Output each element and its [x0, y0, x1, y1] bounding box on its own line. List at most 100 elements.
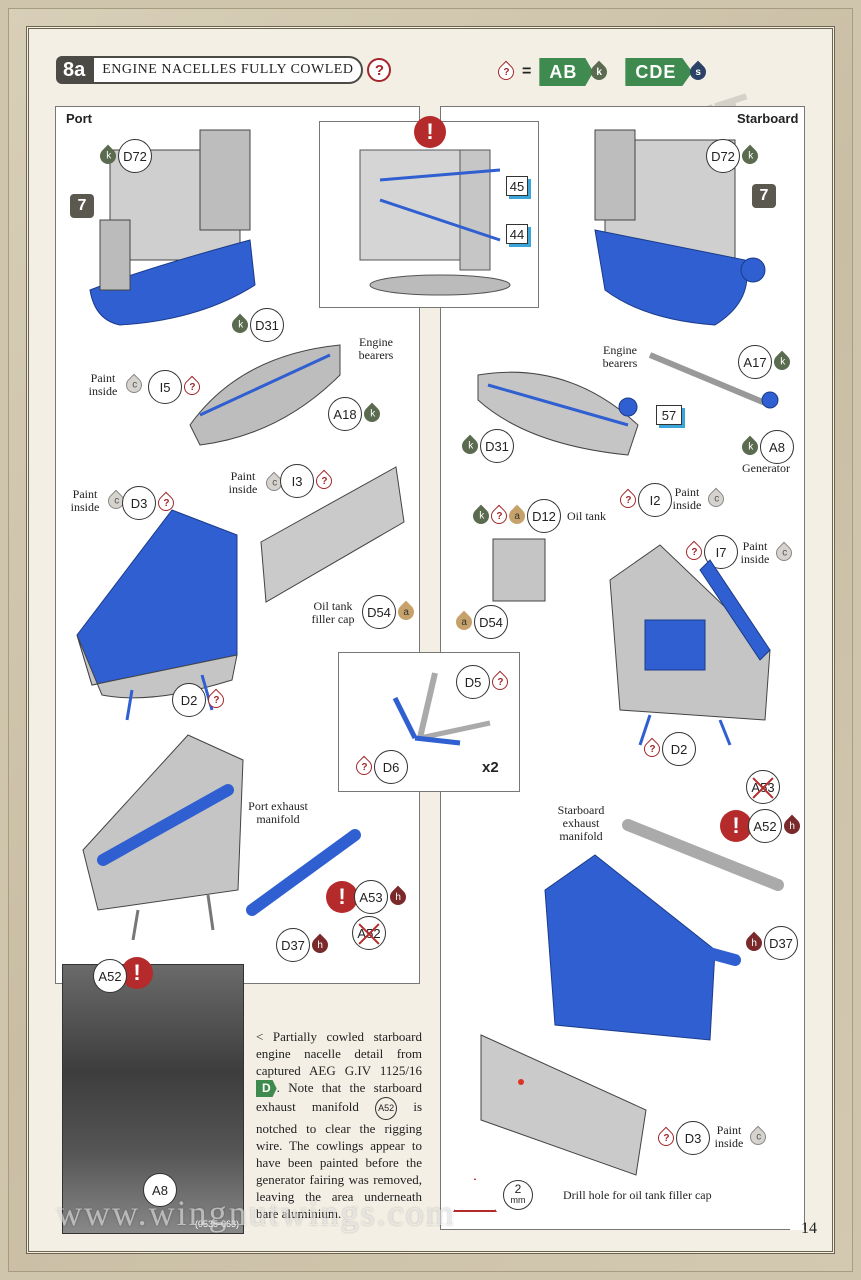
part-d12: D12 — [527, 499, 561, 533]
callout-port-d54: D54 a — [362, 595, 418, 629]
question-paint-icon: ? — [654, 1126, 678, 1150]
engine-bearers-label: Engine bearers — [358, 335, 394, 362]
starboard-nacelle-illustration — [609, 544, 771, 746]
question-paint-icon: ? — [352, 755, 376, 779]
paint-c-icon: c — [746, 1125, 770, 1149]
callout-d5: D5 ? — [456, 665, 512, 699]
paint-inside-note-port-1: Paint inside c — [84, 372, 146, 398]
warning-icon: ! — [326, 881, 358, 913]
paint-k-icon: k — [770, 350, 794, 374]
question-mark-icon: ? — [367, 58, 392, 82]
callout-port-a52-crossed: A52 — [352, 916, 386, 950]
paint-h-icon: h — [308, 933, 332, 957]
paint-k-icon: k — [469, 504, 493, 528]
step-number: 8a — [56, 56, 93, 84]
port-exhaust-manifold-illustration — [246, 829, 361, 916]
photo-caption: < Partially cowled starboard engine nace… — [256, 1029, 422, 1221]
starboard-bearer-shell-illustration — [477, 371, 639, 456]
question-paint-icon: ? — [204, 688, 228, 712]
callout-starboard-d31: k D31 — [458, 429, 514, 463]
part-i5: I5 — [148, 370, 182, 404]
callout-port-d37: D37 h — [276, 928, 332, 962]
step-header: 8a ENGINE NACELLES FULLY COWLED ? — [56, 56, 392, 84]
photo-ref: (0535-063) — [194, 1219, 239, 1229]
paint-a-icon: a — [452, 610, 476, 634]
footer-divider — [440, 1229, 790, 1230]
step-title: ENGINE NACELLES FULLY COWLED — [92, 56, 364, 84]
port-bearer-illustration — [189, 344, 341, 446]
part-d72: D72 — [706, 139, 740, 173]
starboard-exhaust-manifold-illustration — [622, 819, 784, 891]
legend-equals: = — [522, 63, 532, 80]
callout-starboard-a53-crossed: A53 — [746, 770, 780, 804]
paint-inside-note-starboard-2: Paint inside c — [738, 540, 796, 566]
part-d3: D3 — [122, 486, 156, 520]
paint-inside-note-port-3: Paint inside c — [66, 488, 128, 514]
part-d31: D31 — [250, 308, 284, 342]
callout-starboard-d72: D72 k — [706, 139, 762, 173]
detail-engine-illustration — [359, 149, 511, 296]
paint-c-icon: c — [122, 373, 146, 397]
callout-starboard-a52: A52 h — [748, 809, 804, 843]
part-d2: D2 — [662, 732, 696, 766]
question-paint-icon: ? — [180, 375, 204, 399]
generator-label: Generator — [742, 461, 790, 475]
part-d72: D72 — [118, 139, 152, 173]
ref-45: 45 — [506, 176, 528, 196]
port-nacelle-illustration — [76, 509, 238, 721]
oil-tank-illustration — [492, 538, 546, 602]
legend-code-ab: AB — [539, 58, 594, 86]
oil-tank-label: Oil tank — [567, 508, 606, 523]
part-a8: A8 — [760, 430, 794, 464]
port-label: Port — [66, 111, 92, 126]
paint-k-icon: k — [458, 434, 482, 458]
part-d37: D37 — [764, 926, 798, 960]
reference-photo: ! A52 A8 (0535-063) — [62, 957, 244, 1234]
part-a52-not-used: A52 — [352, 916, 386, 950]
photo-part-a52: A52 — [93, 959, 127, 993]
callout-starboard-a8: k A8 — [738, 430, 794, 464]
paint-legend: ? = AB k CDE s — [494, 58, 710, 86]
paint-c-icon: c — [704, 487, 728, 511]
part-a53-not-used: A53 — [746, 770, 780, 804]
multiplier-x2: x2 — [482, 759, 499, 776]
callout-port-a53: A53 h — [354, 880, 410, 914]
oil-tank-filler-label: Oil tank filler cap — [311, 599, 355, 626]
callout-port-d3: D3 ? — [122, 486, 178, 520]
callout-starboard-d54: a D54 — [452, 605, 508, 639]
port-exhaust-label: Port exhaust manifold — [248, 799, 308, 826]
paint-k-icon: k — [588, 60, 611, 84]
legend-code-cde: CDE — [625, 58, 693, 86]
starboard-exhaust-label: Starboard exhaust manifold — [557, 803, 605, 843]
callout-port-d72: k D72 — [96, 139, 152, 173]
paint-k-icon: k — [360, 402, 384, 426]
engine-bearers-label: Engine bearers — [602, 343, 638, 370]
callout-starboard-d12: k ? a D12 Oil tank — [469, 499, 606, 533]
starboard-bearer-illustration — [648, 352, 779, 409]
step-ref-7: 7 — [70, 194, 94, 218]
port-cowl-panel-illustration — [260, 466, 405, 603]
paint-k-icon: k — [228, 313, 252, 337]
callout-d6: ? D6 — [352, 750, 408, 784]
part-i3: I3 — [280, 464, 314, 498]
callout-port-i3: I3 ? — [280, 464, 336, 498]
warning-icon: ! — [414, 116, 446, 148]
part-d2: D2 — [172, 683, 206, 717]
question-paint-icon: ? — [488, 670, 512, 694]
starboard-label: Starboard — [737, 111, 799, 126]
port-nacelle-exhaust-illustration — [82, 734, 244, 940]
paint-k-icon: k — [738, 144, 762, 168]
photo-part-a8: A8 — [143, 1173, 177, 1207]
question-paint-icon: ? — [640, 737, 664, 761]
step-ref-7: 7 — [752, 184, 776, 208]
part-i2: I2 — [638, 483, 672, 517]
paint-k-icon: k — [96, 144, 120, 168]
website-watermark: www.wingnutwings.com — [56, 1193, 456, 1233]
part-d54: D54 — [474, 605, 508, 639]
part-a18: A18 — [328, 397, 362, 431]
part-a52: A52 — [748, 809, 782, 843]
callout-starboard-d3: ? D3 — [654, 1121, 710, 1155]
callout-port-i5: I5 ? — [148, 370, 204, 404]
